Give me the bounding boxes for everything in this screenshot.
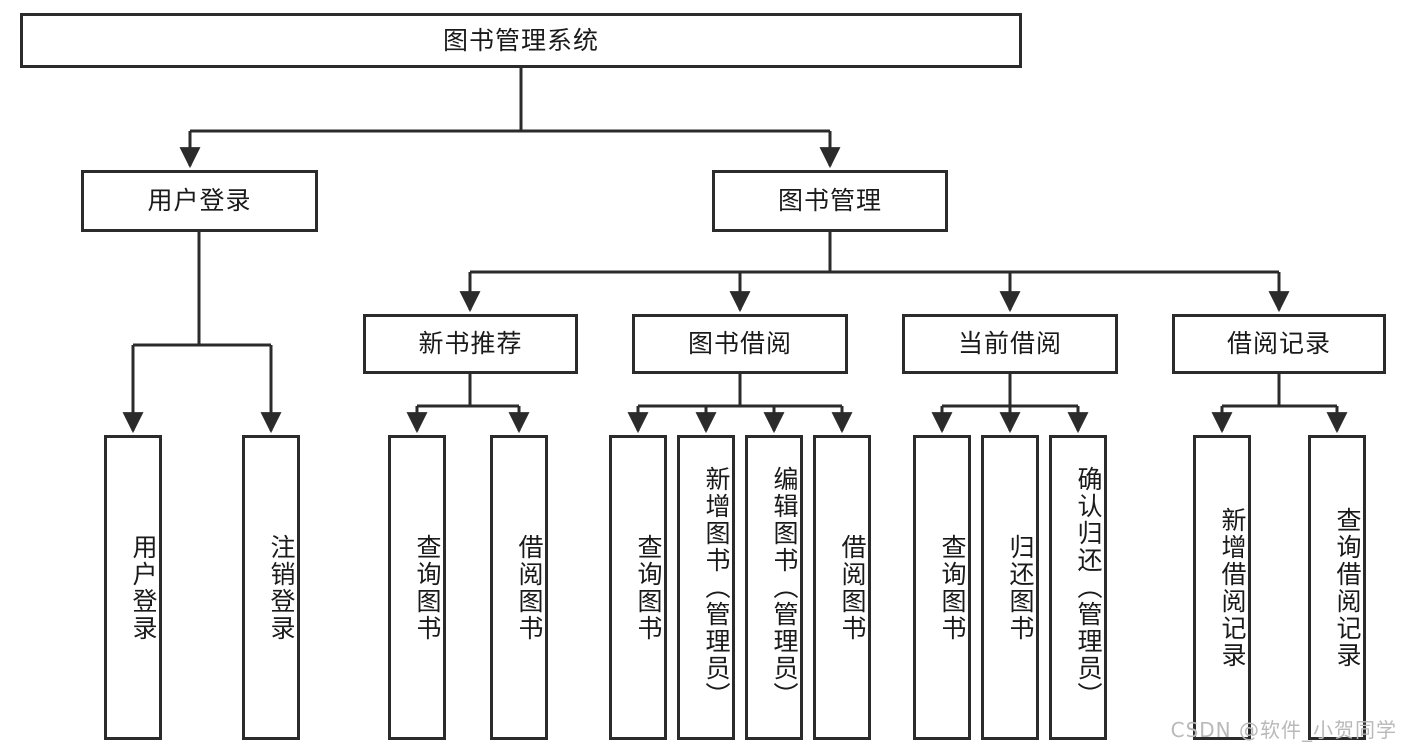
- leaf-label: 确认归还（管理员）: [1074, 466, 1103, 709]
- node-root-book-management-system[interactable]: 图书管理系统: [20, 13, 1022, 68]
- leaf-record-query-borrow-record[interactable]: 查询借阅记录: [1308, 435, 1366, 740]
- leaf-newbook-borrow-books[interactable]: 借阅图书: [490, 435, 548, 740]
- leaf-current-confirm-return-admin[interactable]: 确认归还（管理员）: [1049, 435, 1107, 740]
- node-current-borrow[interactable]: 当前借阅: [902, 314, 1118, 374]
- leaf-label: 新增图书（管理员）: [702, 466, 731, 709]
- leaf-borrow-edit-book-admin[interactable]: 编辑图书（管理员）: [745, 435, 803, 740]
- leaf-label: 注销登录: [267, 533, 296, 642]
- leaf-user-login[interactable]: 用户登录: [104, 435, 162, 740]
- node-borrow-record[interactable]: 借阅记录: [1172, 314, 1386, 374]
- leaf-borrow-add-book-admin[interactable]: 新增图书（管理员）: [677, 435, 735, 740]
- leaf-logout[interactable]: 注销登录: [242, 435, 300, 740]
- leaf-label: 用户登录: [129, 533, 158, 642]
- leaf-label: 查询图书: [634, 533, 663, 642]
- node-book-management[interactable]: 图书管理: [712, 170, 948, 232]
- leaf-label: 借阅图书: [515, 533, 544, 642]
- node-book-borrow[interactable]: 图书借阅: [632, 314, 848, 374]
- node-user-login[interactable]: 用户登录: [81, 170, 318, 232]
- leaf-record-add-borrow-record[interactable]: 新增借阅记录: [1193, 435, 1251, 740]
- leaf-borrow-query-books[interactable]: 查询图书: [609, 435, 667, 740]
- watermark-text: CSDN @软件_小贺同学: [1170, 718, 1397, 742]
- leaf-label: 查询图书: [413, 533, 442, 642]
- leaf-current-query-books[interactable]: 查询图书: [913, 435, 971, 740]
- leaf-borrow-borrow-books[interactable]: 借阅图书: [813, 435, 871, 740]
- leaf-label: 查询图书: [938, 533, 967, 642]
- leaf-current-return-books[interactable]: 归还图书: [981, 435, 1039, 740]
- leaf-label: 编辑图书（管理员）: [770, 466, 799, 709]
- node-new-book-recommend[interactable]: 新书推荐: [363, 314, 578, 374]
- leaf-label: 新增借阅记录: [1218, 506, 1247, 669]
- leaf-newbook-query-books[interactable]: 查询图书: [388, 435, 446, 740]
- leaf-label: 归还图书: [1006, 533, 1035, 642]
- leaf-label: 借阅图书: [838, 533, 867, 642]
- leaf-label: 查询借阅记录: [1333, 506, 1362, 669]
